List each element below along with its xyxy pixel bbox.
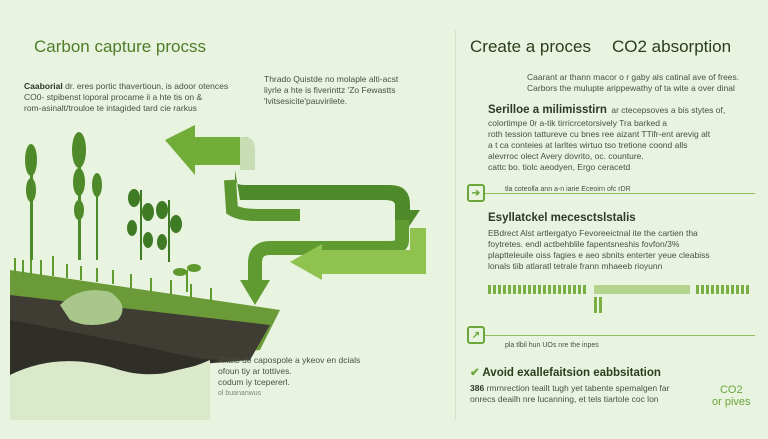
section2-line4: lonals tiib atlaratl tetrale frann mhaee…	[488, 261, 663, 271]
left-side-note: Thrado Quistde no molaple alti-acst liyr…	[264, 74, 434, 107]
check-icon: ✔	[470, 367, 480, 379]
section1-line5: cattc bo. tiolc aeodyen, Ergo ceracetd	[488, 162, 631, 172]
tick-bar-3	[696, 285, 751, 294]
plant-icon	[127, 189, 182, 262]
right-top-text: Caarant ar thann macor o r gaby als cati…	[527, 72, 757, 94]
section1-heading: Serilloe a milimisstirn	[488, 104, 607, 116]
section1-heading-tail: ar ctecepsoves a bis stytes of,	[611, 105, 726, 115]
carbon-icon: ↗	[467, 326, 485, 344]
left-side-line2: liyrle a hte is fiverinttz 'Zo Fewastts	[264, 85, 396, 95]
section3-line1-wrap: 386 rmrnrection teailt tugh yet tabente …	[470, 383, 710, 394]
section-3: ✔ Avoid exallefaitsion eabbsitation 386 …	[470, 365, 710, 405]
section3-line1: rmrnrection teailt tugh yet tabente spem…	[486, 383, 670, 393]
left-caption-line3: codum iy tcepererl.	[218, 377, 290, 387]
left-title: Carbon capture procss	[34, 37, 206, 56]
left-intro-line2: CO0- stpibenst loporal procame ii a hte …	[24, 92, 203, 102]
section3-heading-text: Avoid exallefaitsion eabbsitation	[482, 367, 661, 379]
left-intro-rest: dr. eres portic thavertioun, is adoor ot…	[62, 81, 229, 91]
section3-line2: onrecs deailh nre lucanning, et tels tia…	[470, 394, 659, 404]
left-intro: Caaborial dr. eres portic thavertioun, i…	[24, 81, 254, 114]
left-intro-line1: Caaborial dr. eres portic thavertioun, i…	[24, 81, 254, 92]
left-side-line1: Thrado Quistde no molaple alti-acst	[264, 74, 399, 84]
section1-line4: alevrroc olect Avery dovrito, oc. countu…	[488, 151, 644, 161]
row1-text: tla coteolla ann a-n iarie Eceoirn ofc r…	[505, 186, 631, 193]
left-caption-line4: ol buananwus	[218, 390, 262, 397]
tick-bar-2	[594, 285, 690, 294]
center-divider	[455, 30, 456, 420]
left-intro-lead: Caaborial	[24, 81, 63, 91]
section1-line2: roth tession tattureve cu bnes ree aizan…	[488, 129, 711, 139]
arrow-curve	[224, 170, 420, 305]
section2-line1: EBdrect Alst artlergatyo Fevoreeictnal i…	[488, 228, 698, 238]
left-caption: Rituib de capospole a ykeov en dcials of…	[218, 355, 438, 399]
arrow-icon: ➔	[467, 184, 485, 202]
section2-heading: Esyllatckel mecesctslstalis	[488, 212, 636, 224]
section3-number: 386	[470, 383, 485, 393]
leaf-icon	[173, 264, 201, 292]
right-title-1: Create a proces	[470, 37, 591, 56]
right-top-line1: Caarant ar thann macor o r gaby als cati…	[527, 72, 740, 82]
row1-line	[485, 193, 755, 194]
footer-line1: CO2	[719, 384, 743, 396]
section-2: Esyllatckel mecesctslstalis EBdrect Alst…	[488, 212, 748, 272]
right-title-2: CO2 absorption	[612, 37, 732, 56]
wheat-icon	[25, 132, 102, 260]
arrow-top	[165, 125, 255, 175]
left-intro-line3: rom-asinalt/trouloe te intagided tard ci…	[24, 103, 197, 113]
left-caption-line2: ofoun tiy ar tottives.	[218, 366, 292, 376]
left-side-line3: 'lvitsesicite'pauvirilete.	[264, 96, 348, 106]
section2-line2: foytretes. endl actbehblile fapentsneshi…	[488, 239, 680, 249]
section1-line3: a t ca conteies at larltes wirtuo tso tr…	[488, 140, 688, 150]
tick-bars	[488, 283, 753, 313]
left-caption-line1: Rituib de capospole a ykeov en dcials	[218, 355, 361, 365]
section2-line3: plaptteleuile oiss fagies e aeo sbnits e…	[488, 250, 710, 260]
section3-heading: ✔ Avoid exallefaitsion eabbsitation	[470, 365, 710, 379]
arrow-bottom	[290, 228, 426, 280]
row2-text: pla tlbil hun UOs nre the inpes	[505, 342, 599, 349]
footer-label: CO2 or pives	[712, 384, 751, 408]
section-1: Serilloe a milimisstirn ar ctecepsoves a…	[488, 100, 748, 173]
carbon-capture-illustration	[10, 125, 426, 420]
tick-bar-1	[488, 285, 588, 294]
section1-line1: colortimpe 0r a-tik tirricrcetorsively T…	[488, 118, 668, 128]
footer-line2: or pives	[712, 396, 751, 408]
tick-bar-4	[594, 297, 604, 313]
row2-line	[485, 335, 755, 336]
right-top-line2: Carbors the mulupte arippewathy of ta wi…	[527, 83, 735, 93]
